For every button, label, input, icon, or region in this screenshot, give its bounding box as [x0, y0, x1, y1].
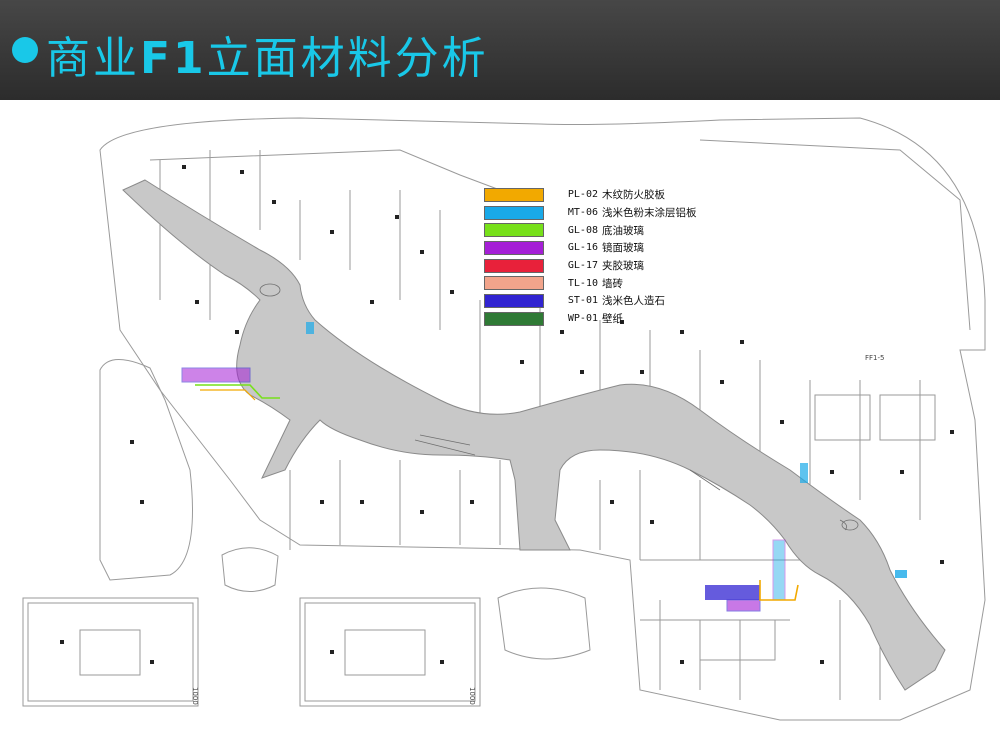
building-block-a [22, 597, 199, 707]
legend-label: 夹胶玻璃 [602, 260, 644, 273]
legend-item: GL-17 夹胶玻璃 [484, 257, 699, 275]
legend-swatch [484, 205, 544, 220]
legend-label: 墙砖 [602, 277, 623, 290]
title-part-f1: F1 [140, 33, 207, 84]
legend-code: GL-16 [567, 242, 598, 254]
marking-gl16-b [726, 599, 761, 612]
marking-gl08 [195, 384, 280, 399]
building-block-b [299, 597, 481, 707]
legend-label: 浅米色粉末涂层铝板 [602, 207, 697, 220]
legend-code: MT-06 [567, 207, 598, 219]
legend-code: GL-17 [567, 260, 598, 272]
marking-mt06-c [895, 570, 907, 578]
marking-pl02 [200, 389, 256, 401]
island-right [497, 587, 591, 660]
legend-item: MT-06 浅米色粉末涂层铝板 [484, 204, 699, 222]
material-legend: PL-02 木纹防火胶板 MT-06 浅米色粉末涂层铝板 GL-08 底油玻璃 GL-16 镜… [484, 186, 699, 328]
title-part-2: 立面材料分析 [206, 33, 489, 84]
legend-code: ST-01 [567, 295, 598, 307]
legend-item: ST-01 浅米色人造石 [484, 292, 699, 310]
dim-label-left: 1000 [191, 687, 199, 705]
dim-label-right: FF1-5 [865, 354, 885, 362]
legend-item: GL-08 底油玻璃 [484, 221, 699, 239]
island-left [221, 547, 279, 592]
legend-code: WP-01 [567, 313, 598, 325]
marking-mt06-d [306, 322, 314, 334]
legend-label: 浅米色人造石 [602, 295, 665, 308]
legend-label: 镜面玻璃 [602, 242, 644, 255]
legend-code: GL-08 [567, 224, 598, 236]
mall-corridor [122, 179, 946, 691]
marking-mt06-b [800, 463, 808, 483]
marking-gl16 [181, 367, 251, 383]
legend-code: PL-02 [567, 189, 598, 201]
marking-st01 [705, 585, 760, 600]
dim-label-mid: 1000 [468, 687, 476, 705]
title-part-1: 商业 [46, 33, 140, 84]
legend-swatch [484, 187, 544, 202]
page-title: 商业F1立面材料分析 [46, 22, 489, 86]
legend-label: 底油玻璃 [602, 224, 644, 237]
legend-swatch [484, 240, 544, 255]
column-grid [60, 165, 954, 664]
material-markings [181, 322, 907, 612]
header-bar: 商业F1立面材料分析 [0, 0, 1000, 100]
marking-pl02-b [759, 580, 799, 601]
floor-plan: 1000 1000 FF1-5 [22, 117, 986, 721]
legend-swatch [484, 223, 544, 238]
left-tower [99, 359, 193, 581]
legend-swatch [484, 311, 544, 326]
legend-code: TL-10 [567, 277, 598, 289]
inner-boundary [149, 139, 971, 331]
fountain-left [259, 283, 281, 297]
legend-item: GL-16 镜面玻璃 [484, 239, 699, 257]
legend-item: TL-10 墙砖 [484, 274, 699, 292]
legend-label: 壁纸 [602, 313, 623, 326]
legend-swatch [484, 276, 544, 291]
legend-item: WP-01 壁纸 [484, 310, 699, 328]
bullet-icon [12, 37, 38, 63]
legend-label: 木纹防火胶板 [602, 189, 665, 202]
building-outline [99, 117, 986, 721]
legend-swatch [484, 293, 544, 308]
legend-item: PL-02 木纹防火胶板 [484, 186, 699, 204]
legend-swatch [484, 258, 544, 273]
marking-mt06 [772, 539, 786, 601]
fountain-right [841, 519, 859, 531]
